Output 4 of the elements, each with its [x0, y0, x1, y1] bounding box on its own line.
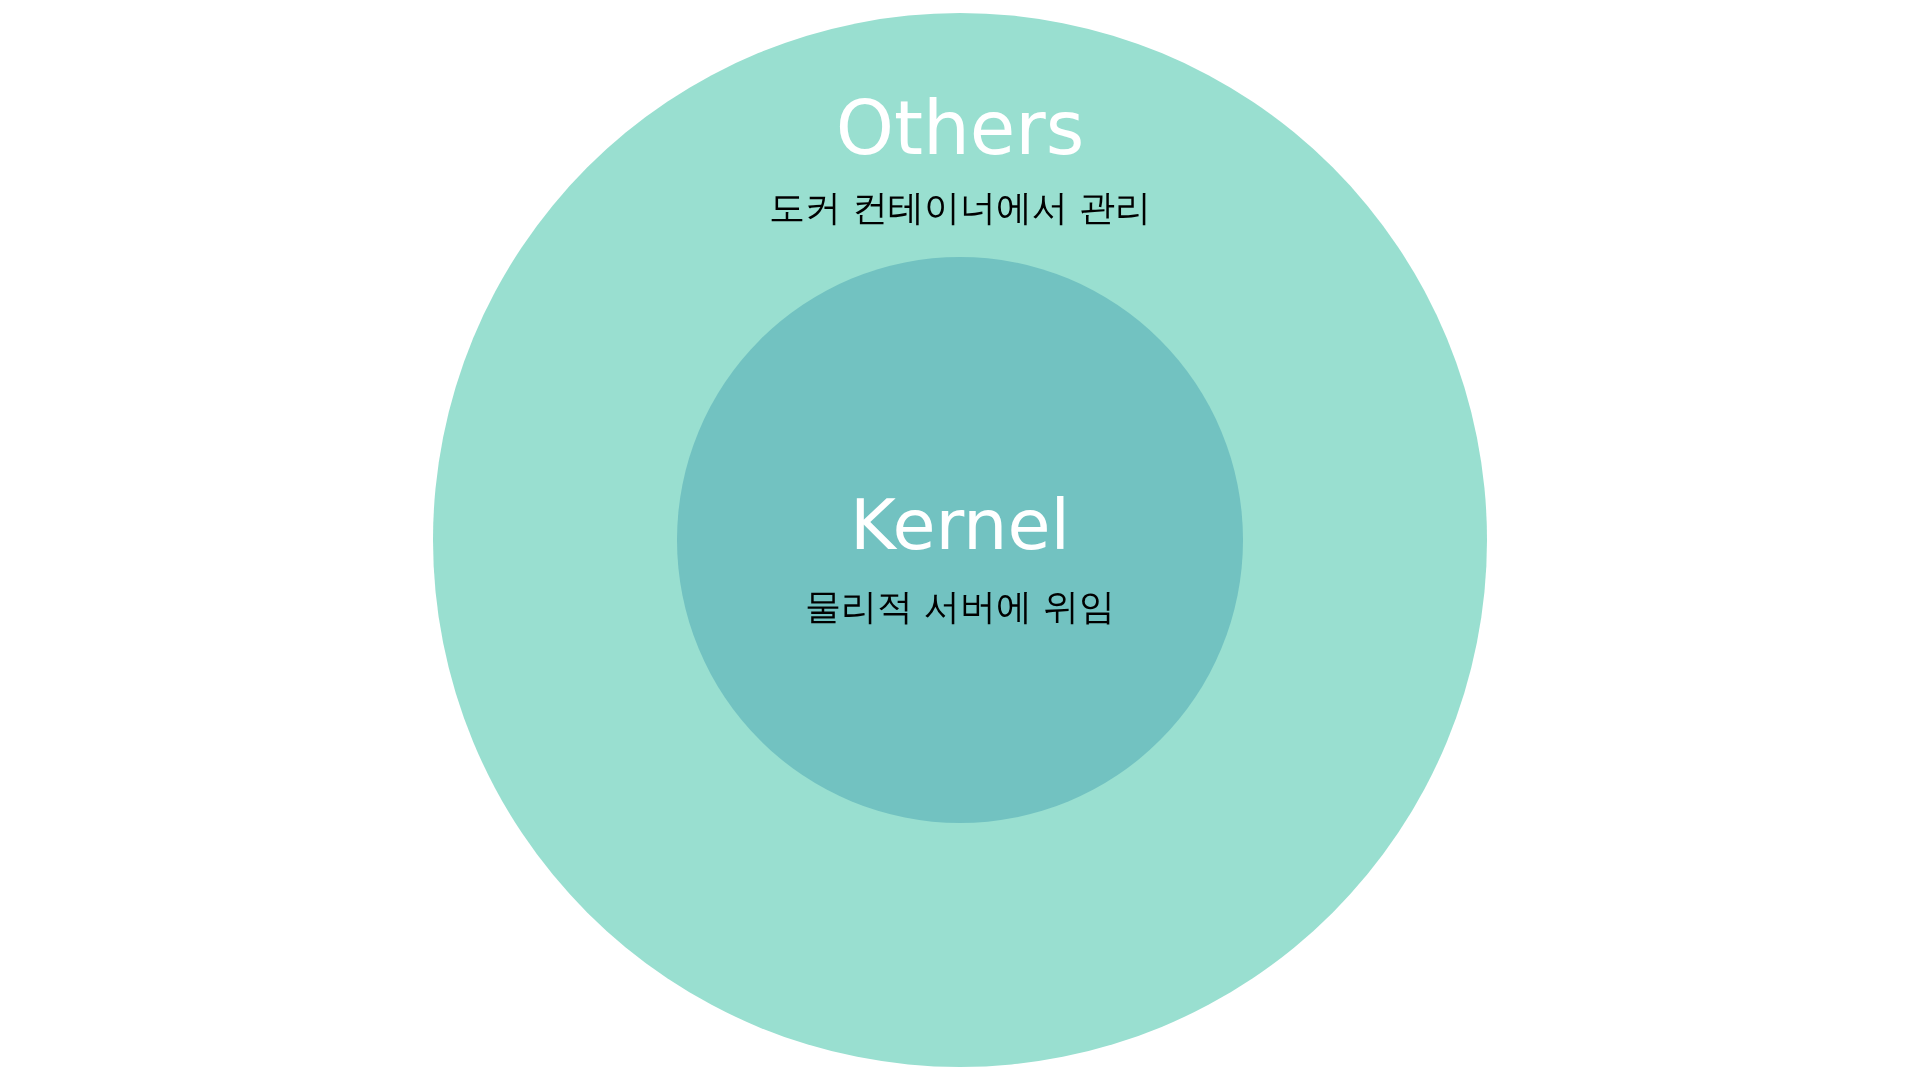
circle-description: 물리적 서버에 위임 — [804, 587, 1116, 627]
circle-title: Others — [835, 88, 1085, 170]
circle-description: 도커 컨테이너에서 관리 — [768, 188, 1152, 228]
circle-title: Kernel — [850, 487, 1070, 564]
